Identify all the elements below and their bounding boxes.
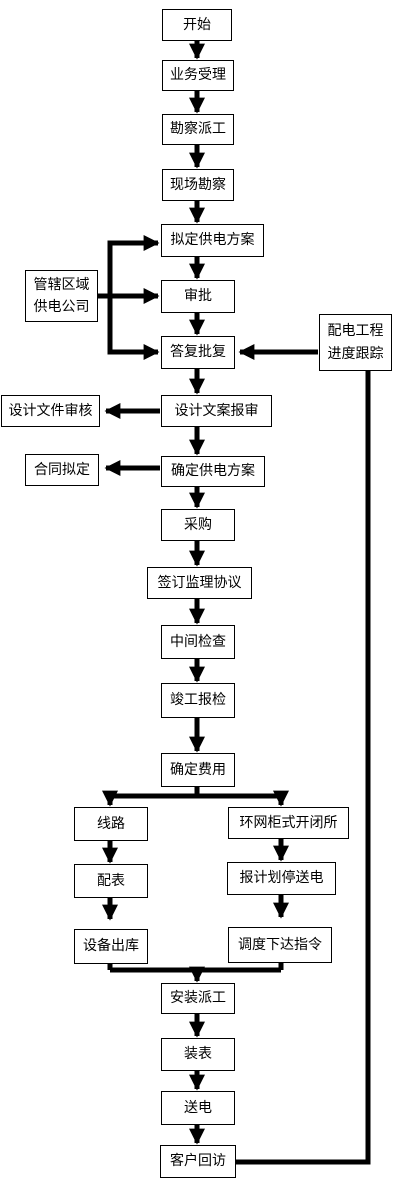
node-design-review: 设计文件审核 <box>1 395 100 427</box>
loop-visit-tracking <box>236 371 371 1165</box>
node-approve: 审批 <box>161 280 235 313</box>
node-start: 开始 <box>162 9 232 41</box>
node-reply: 答复批复 <box>161 336 235 369</box>
node-line: 线路 <box>74 807 148 841</box>
node-accept: 业务受理 <box>162 60 234 91</box>
node-progress-tracking: 配电工程进度跟踪 <box>319 314 392 371</box>
node-completion: 竣工报检 <box>161 683 235 718</box>
node-survey-dispatch: 勘察派工 <box>162 114 234 145</box>
node-design-submit: 设计文案报审 <box>161 395 272 427</box>
node-ring-main-unit: 环网柜式开闭所 <box>228 807 349 839</box>
node-meter-install: 装表 <box>161 1038 235 1071</box>
node-confirm-plan: 确定供电方案 <box>161 456 265 487</box>
node-install-dispatch: 安装派工 <box>161 983 235 1014</box>
node-customer-visit: 客户回访 <box>160 1145 236 1178</box>
node-dispatch-order: 调度下达指令 <box>228 927 332 963</box>
node-site-survey: 现场勘察 <box>162 169 234 201</box>
node-power-on: 送电 <box>161 1091 235 1125</box>
arrow-region-reply <box>107 296 160 361</box>
node-contract: 合同拟定 <box>25 454 99 486</box>
node-purchase: 采购 <box>161 509 235 541</box>
arrow-region-draft <box>98 234 160 299</box>
node-midcheck: 中间检查 <box>161 625 235 659</box>
node-region-company: 管辖区域供电公司 <box>25 270 98 322</box>
node-draft-plan: 拟定供电方案 <box>161 224 264 257</box>
node-equip-out: 设备出库 <box>74 929 148 964</box>
node-meter-config: 配表 <box>74 864 148 898</box>
node-fees: 确定费用 <box>161 753 235 787</box>
node-outage-plan: 报计划停送电 <box>227 862 336 895</box>
node-supervision: 签订监理协议 <box>147 567 252 599</box>
